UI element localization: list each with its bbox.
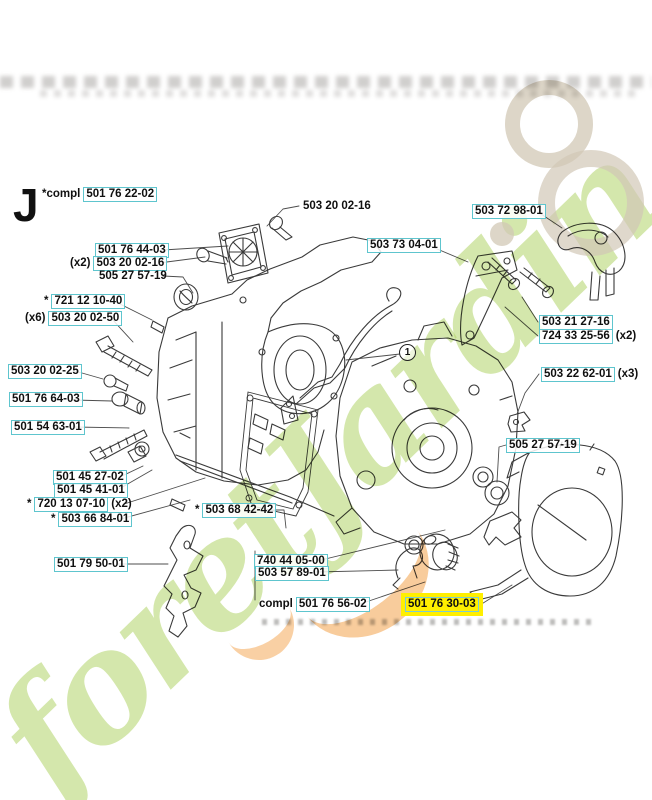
gasket-503684242 xyxy=(239,391,319,517)
part-label-505-27-57-19[interactable]: 505 27 57-19 xyxy=(97,270,169,283)
part-number: 503 20 02-16 xyxy=(93,256,168,271)
part-label-724-33-25-56[interactable]: 724 33 25-56(x2) xyxy=(539,329,636,344)
washer-nut xyxy=(127,441,150,463)
part-label-505-27-57-19[interactable]: 505 27 57-19 xyxy=(506,438,580,453)
faded-text-row-top-2 xyxy=(40,90,640,97)
seal-ring-upper xyxy=(173,283,199,311)
label-prefix: * xyxy=(195,504,200,516)
label-suffix: (x2) xyxy=(111,498,132,510)
plug-501766403 xyxy=(111,391,146,415)
crankcase-right-half xyxy=(335,321,519,545)
label-suffix: (x2) xyxy=(615,330,637,342)
part-label-503-72-98-01[interactable]: 503 72 98-01 xyxy=(472,204,546,219)
part-number: 501 76 64-03 xyxy=(9,392,83,407)
part-label-721-12-10-40[interactable]: *721 12 10-40 xyxy=(44,294,126,309)
part-label-503-21-27-16[interactable]: 503 21 27-16 xyxy=(539,315,613,330)
part-number: 720 13 07-10 xyxy=(34,497,109,512)
part-number: 503 20 02-25 xyxy=(8,364,82,379)
screw-503200225 xyxy=(103,374,129,392)
part-number: 501 45 41-01 xyxy=(54,483,128,498)
part-number: 724 33 25-56 xyxy=(539,329,613,344)
part-label-503-57-89-01[interactable]: 503 57 89-01 xyxy=(255,566,329,581)
part-label-720-13-07-10[interactable]: *720 13 07-10(x2) xyxy=(27,497,132,512)
label-prefix: * xyxy=(51,513,56,525)
label-suffix: (x3) xyxy=(617,368,639,380)
section-letter: J xyxy=(13,179,39,231)
part-number: 501 76 30-03 xyxy=(405,597,479,612)
part-number: 503 68 42-42 xyxy=(202,503,277,518)
screws-503212716 xyxy=(487,257,554,299)
long-screw-501546301 xyxy=(89,429,148,462)
screw-top-middle xyxy=(269,215,293,241)
breather-cover-plate xyxy=(218,223,269,284)
part-label-503-22-62-01[interactable]: 503 22 62-01(x3) xyxy=(541,367,638,382)
part-number: 503 22 62-01 xyxy=(541,367,615,382)
part-label-503-68-42-42[interactable]: *503 68 42-42 xyxy=(195,503,277,518)
part-label-503-20-02-25[interactable]: 503 20 02-25 xyxy=(8,364,82,379)
part-number: 501 79 50-01 xyxy=(54,557,128,572)
part-number: 503 73 04-01 xyxy=(367,238,441,253)
part-label-503-20-02-16[interactable]: 503 20 02-16 xyxy=(301,200,373,213)
label-prefix: * xyxy=(27,498,32,510)
label-prefix: (x6) xyxy=(25,312,46,324)
label-prefix: (x2) xyxy=(70,257,91,269)
part-label-503-73-04-01[interactable]: 503 73 04-01 xyxy=(367,238,441,253)
part-number: 505 27 57-19 xyxy=(99,270,167,282)
baffle-501795001 xyxy=(163,524,204,638)
part-number: 501 45 27-02 xyxy=(53,470,127,485)
label-prefix: *compl xyxy=(42,188,81,200)
cover-503729801 xyxy=(557,222,626,301)
part-number: 740 44 05-00 xyxy=(254,554,328,569)
notched-bracket xyxy=(483,511,522,546)
leader-lines xyxy=(72,205,563,606)
part-label-501-54-63-01[interactable]: 501 54 63-01 xyxy=(11,420,85,435)
clamp-503226201 xyxy=(507,411,531,433)
part-number: 503 66 84-01 xyxy=(58,512,133,527)
wire-part-1 xyxy=(280,287,402,425)
part-label-501-76-64-03[interactable]: 501 76 64-03 xyxy=(9,392,83,407)
part-label-503-20-02-16[interactable]: (x2)503 20 02-16 xyxy=(70,256,168,271)
part-number: 503 20 02-16 xyxy=(303,200,371,212)
part-number: 721 12 10-40 xyxy=(51,294,126,309)
faded-text-row-top xyxy=(0,76,652,88)
faded-text-row-bottom xyxy=(262,619,592,625)
part-number: 503 72 98-01 xyxy=(472,204,546,219)
part-number: 505 27 57-19 xyxy=(506,438,580,453)
seal-ring-lower xyxy=(484,480,510,506)
part-number: 503 57 89-01 xyxy=(255,566,329,581)
part-label-501-45-27-02[interactable]: 501 45 27-02 xyxy=(53,470,127,485)
oil-pump-assembly xyxy=(392,533,460,590)
part-number: 503 20 02-50 xyxy=(48,311,123,326)
label-prefix: * xyxy=(44,295,49,307)
part-label-503-20-02-50[interactable]: (x6)503 20 02-50 xyxy=(25,311,123,326)
part-number: 501 54 63-01 xyxy=(11,420,85,435)
bolt-x6 xyxy=(95,335,153,377)
part-number: 501 76 56-02 xyxy=(295,597,370,612)
fan-housing xyxy=(469,441,623,601)
part-label-501-76-30-03[interactable]: 501 76 30-03 xyxy=(401,593,483,616)
part-label-501-45-41-01[interactable]: 501 45 41-01 xyxy=(54,483,128,498)
screw-top-left xyxy=(196,247,229,265)
part-number: 501 76 22-02 xyxy=(83,187,158,202)
bracket-503730401 xyxy=(460,250,518,346)
part-label-501-79-50-01[interactable]: 501 79 50-01 xyxy=(54,557,128,572)
part-label-503-66-84-01[interactable]: *503 66 84-01 xyxy=(51,512,133,527)
label-prefix: compl xyxy=(259,598,293,610)
part-label-740-44-05-00[interactable]: 740 44 05-00 xyxy=(254,554,328,569)
item-1-marker: 1 xyxy=(399,344,416,361)
part-number: 503 21 27-16 xyxy=(539,315,613,330)
dowel-pins xyxy=(150,320,191,512)
